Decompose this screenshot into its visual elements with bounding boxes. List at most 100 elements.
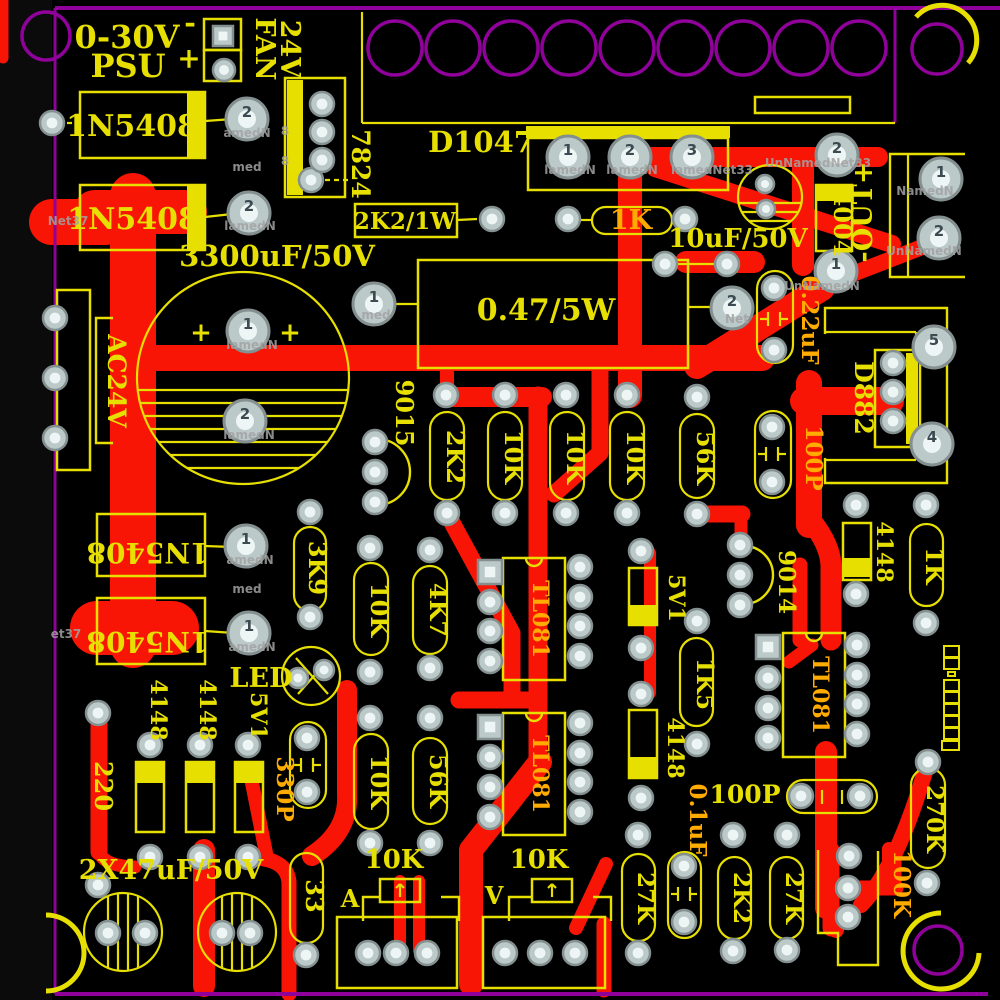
pad — [416, 829, 444, 857]
pad-hole — [922, 756, 934, 768]
net-name-label: UnNamedN — [784, 279, 860, 293]
capacitor-outline — [280, 645, 342, 707]
silkscreen-layer — [55, 12, 965, 990]
pad — [846, 782, 874, 810]
pad-hole — [194, 739, 206, 751]
capacitor-outline — [135, 270, 351, 486]
component-outline — [501, 711, 567, 837]
silk-path — [361, 895, 379, 921]
pad-hole — [240, 204, 258, 222]
pad — [382, 939, 410, 967]
silk-fill-band — [629, 605, 657, 625]
pad — [478, 205, 506, 233]
pad — [773, 936, 801, 964]
pad-hole — [827, 262, 845, 280]
pad-hole — [365, 295, 383, 313]
pad-hole — [369, 466, 381, 478]
numbered-pad: 1 — [918, 156, 964, 202]
square-pad — [211, 24, 235, 48]
silk-label: 3300uF/50V — [179, 239, 375, 273]
pad-hole — [484, 721, 496, 733]
pad — [912, 491, 940, 519]
pad-hole — [635, 792, 647, 804]
numbered-pad: 2 — [607, 134, 653, 180]
copper-trace — [801, 511, 842, 651]
pad — [554, 205, 582, 233]
silk-label: 10K — [499, 430, 528, 485]
pad — [308, 118, 336, 146]
net-name-label: amedN — [223, 126, 270, 140]
numbered-pad: 4 — [909, 421, 955, 467]
pad — [726, 531, 754, 559]
pad-hole — [301, 786, 313, 798]
component-outline — [95, 512, 207, 578]
copper-trace — [459, 750, 552, 996]
pad-hole — [574, 806, 586, 818]
pad-hole — [691, 615, 703, 627]
pad-hole — [683, 148, 701, 166]
pad-hole — [678, 916, 690, 928]
silk-label: 1N5408 — [67, 202, 199, 237]
pad — [234, 843, 262, 871]
pad — [491, 499, 519, 527]
silk-label: 2X47uF/50V — [79, 855, 265, 886]
silk-fill-band — [843, 558, 871, 577]
pad-hole — [560, 389, 572, 401]
silk-path — [524, 712, 544, 723]
silk-label: 10K — [621, 430, 650, 485]
pad-hole — [102, 927, 114, 939]
pad-hole — [304, 611, 316, 623]
pad-number: 1 — [831, 255, 841, 273]
drill-hole — [20, 10, 72, 62]
pad-hole — [854, 790, 866, 802]
pad-hole — [499, 947, 511, 959]
pad — [561, 939, 589, 967]
pad-hole — [921, 877, 933, 889]
pad — [296, 603, 324, 631]
component-outline-rounded — [352, 561, 390, 657]
silk-label: - — [184, 6, 196, 39]
silk-label: 56K — [691, 431, 720, 486]
pad — [613, 381, 641, 409]
silk-path — [743, 544, 775, 606]
silk-label: 4148 — [662, 717, 688, 778]
pad — [566, 739, 594, 767]
pad — [566, 583, 594, 611]
pad-hole — [795, 790, 807, 802]
pad-hole — [842, 882, 854, 894]
silk-fill-band — [235, 762, 263, 783]
component-outline — [841, 521, 873, 582]
net-name-label: lamedN — [224, 219, 276, 233]
pad — [760, 336, 788, 364]
pad-hole — [621, 148, 639, 166]
pad-hole — [242, 851, 254, 863]
pad-hole — [632, 829, 644, 841]
pad-hole — [364, 666, 376, 678]
pad — [566, 642, 594, 670]
component-outline-rounded — [411, 736, 449, 826]
pad-hole — [691, 738, 703, 750]
pad — [476, 588, 504, 616]
board-outline-layer — [20, 2, 1000, 996]
drill-hole — [912, 924, 964, 976]
pad-hole — [828, 146, 846, 164]
pad-hole — [484, 655, 496, 667]
pad-hole — [768, 344, 780, 356]
silk-label: + — [190, 318, 212, 348]
square-pad — [476, 713, 504, 741]
net-name-label: amedN — [228, 640, 275, 654]
component-outline — [627, 708, 659, 780]
pad — [879, 349, 907, 377]
component-outline-rounded — [908, 522, 945, 608]
pad — [356, 704, 384, 732]
pad-hole — [424, 712, 436, 724]
pad — [416, 704, 444, 732]
silk-label: 0-30V — [75, 18, 181, 56]
pad — [84, 699, 112, 727]
net-name-label: med — [232, 582, 261, 596]
component-outline-rounded — [411, 564, 449, 656]
pad — [755, 198, 777, 220]
pad — [566, 612, 594, 640]
pad-number: 1 — [243, 315, 253, 333]
pad-hole — [216, 927, 228, 939]
